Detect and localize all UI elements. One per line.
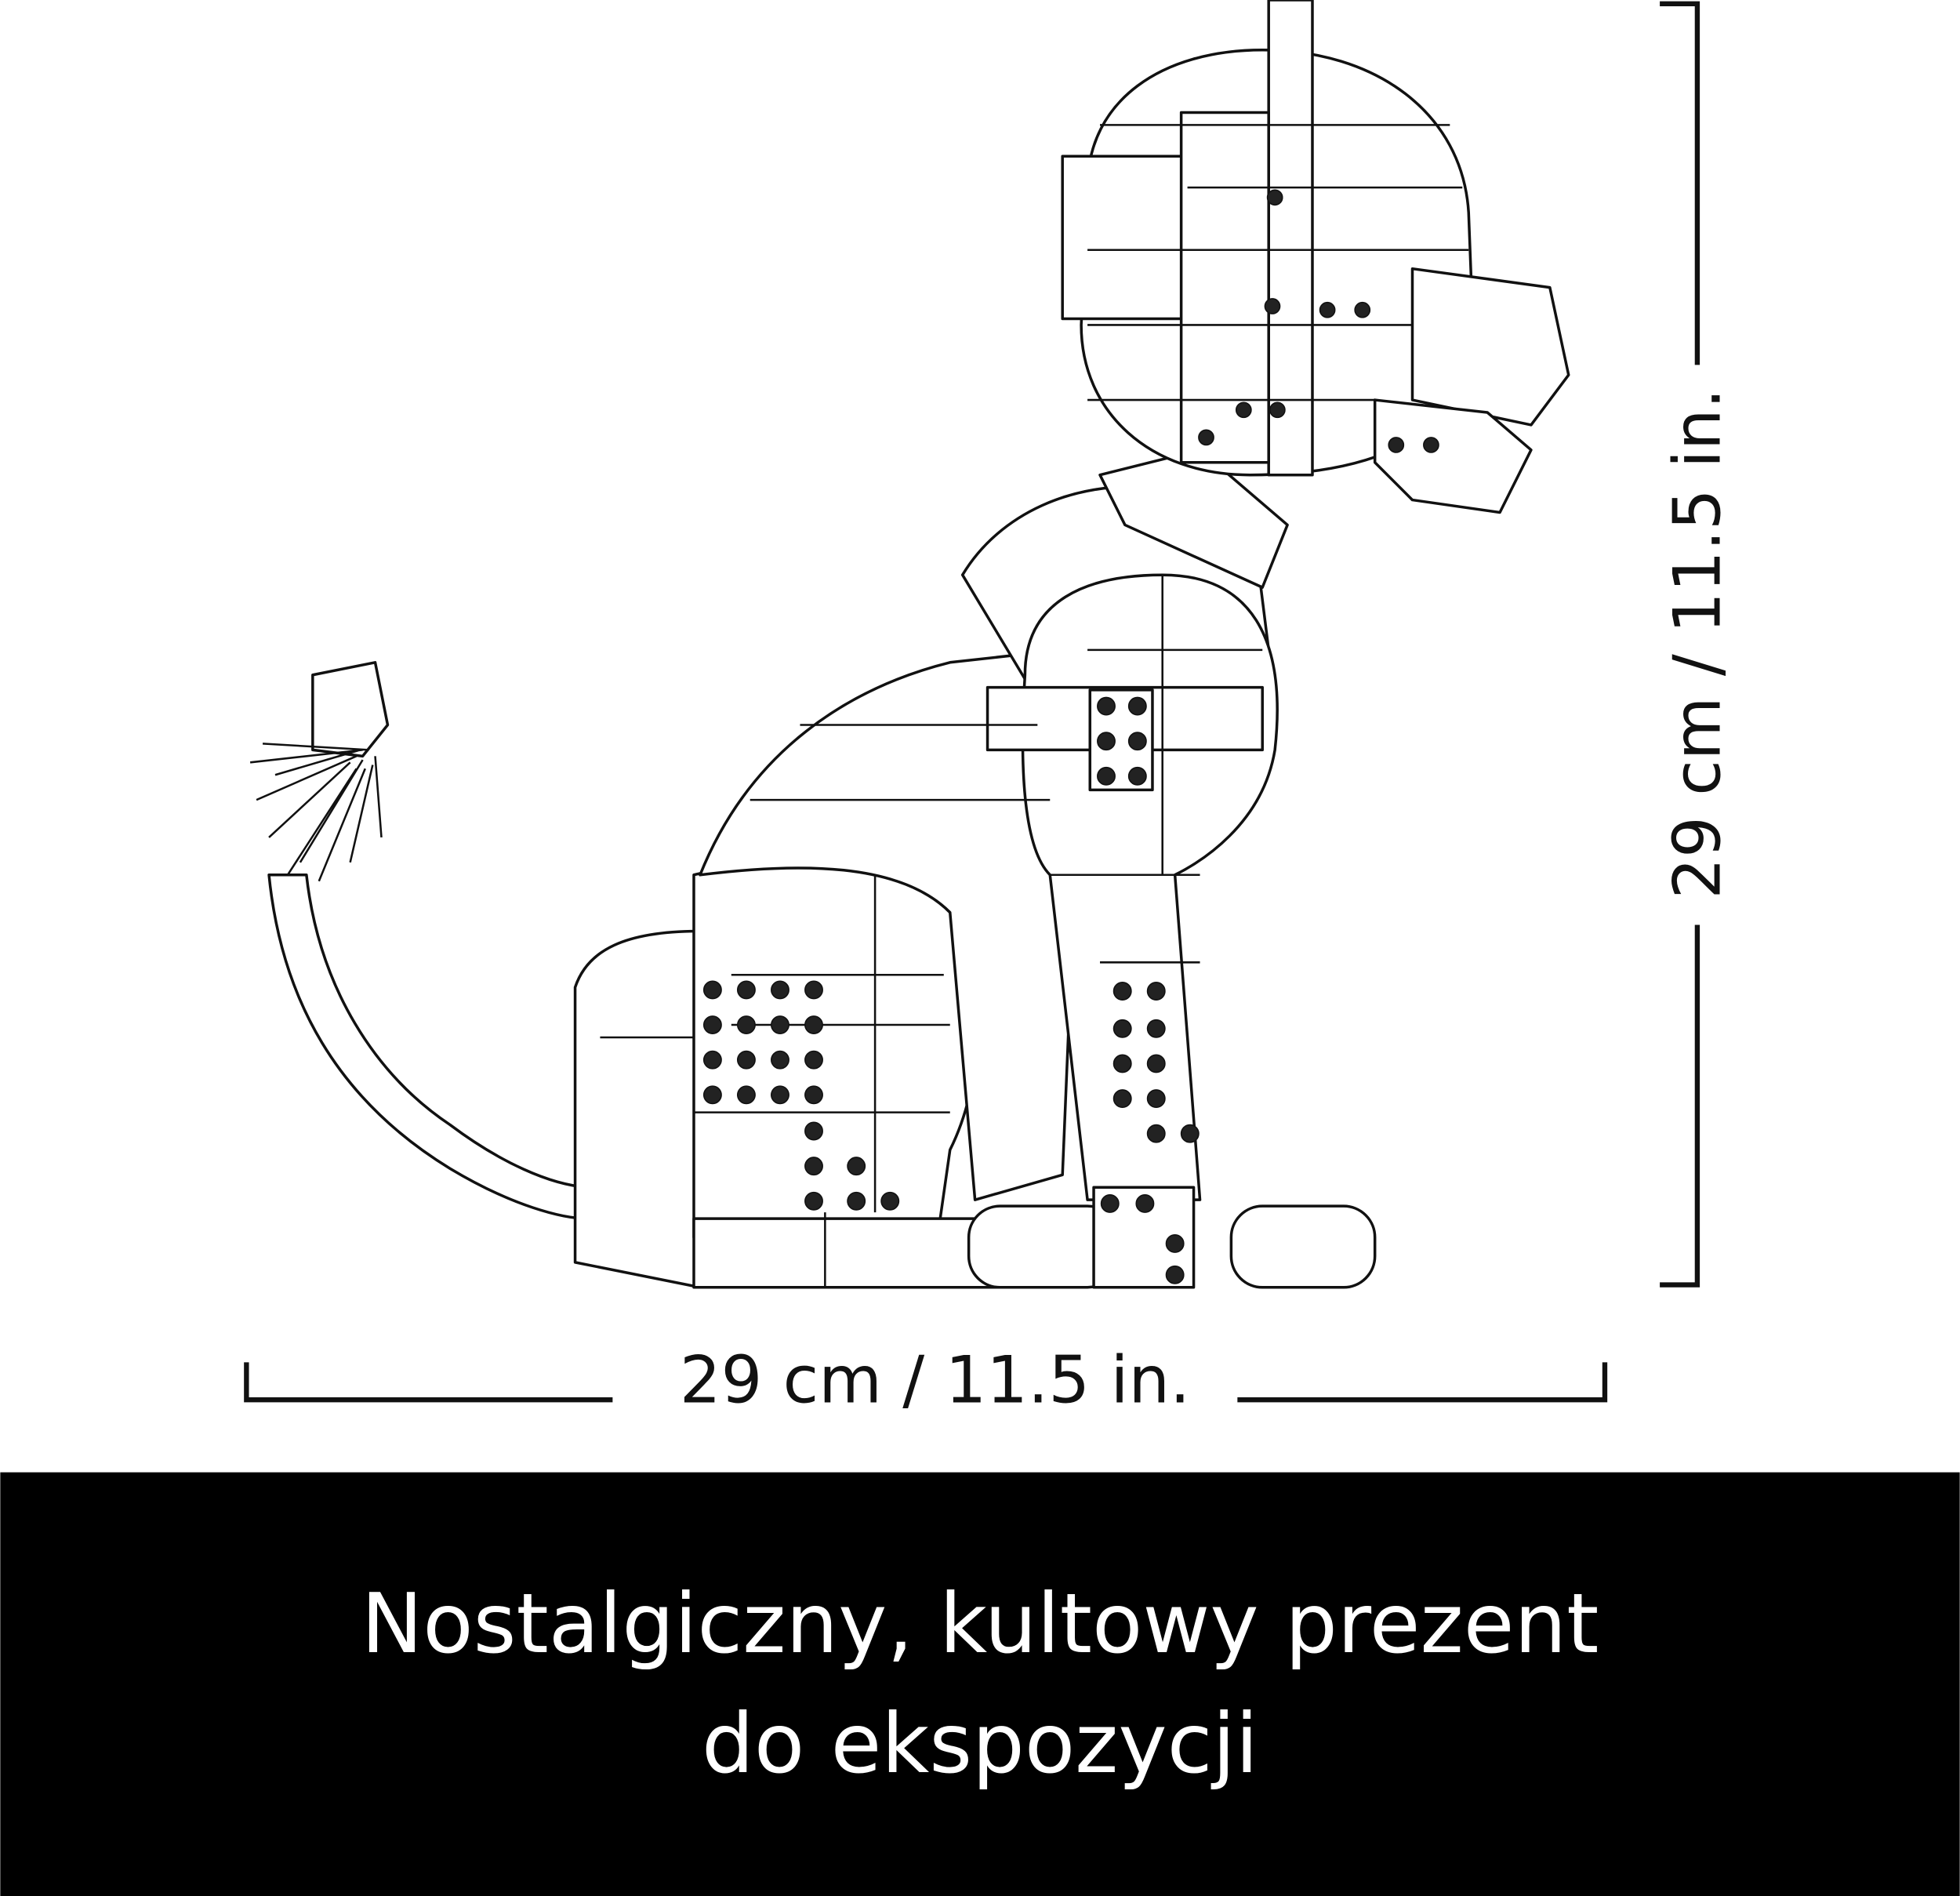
stud-head xyxy=(1198,189,1439,453)
width-dimension: 29 cm / 11.5 in. xyxy=(244,1342,1608,1418)
caption-line-1: Nostalgiczny, kultowy prezent xyxy=(361,1575,1599,1672)
caption-line-2: do ekspozycji xyxy=(702,1695,1258,1792)
caption-band xyxy=(0,1472,1960,1896)
height-dimension: 29 cm / 11.5 in. xyxy=(1660,1,1736,1288)
stud-grid-hip xyxy=(702,980,900,1211)
lion-model-drawing xyxy=(250,0,1570,1289)
height-label: 29 cm / 11.5 in. xyxy=(1660,388,1736,899)
stud-grid-leg xyxy=(1097,696,1200,1284)
width-label: 29 cm / 11.5 in. xyxy=(680,1342,1190,1418)
